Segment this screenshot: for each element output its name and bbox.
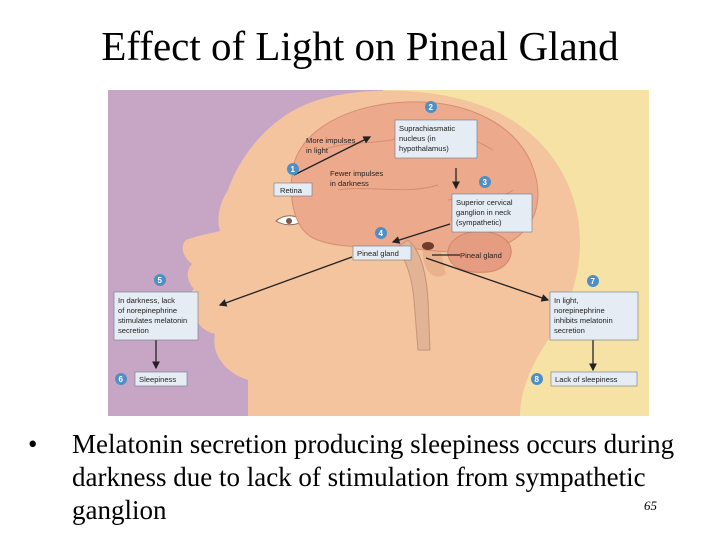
step-badge-2: 2 <box>425 101 437 113</box>
svg-text:nucleus (in: nucleus (in <box>399 134 436 143</box>
slide-title: Effect of Light on Pineal Gland <box>101 23 619 69</box>
bullet-marker: • <box>28 429 38 459</box>
svg-text:Sleepiness: Sleepiness <box>139 375 176 384</box>
svg-text:More impulses: More impulses <box>306 136 356 145</box>
suprachiasmatic-box: Suprachiasmatic nucleus (in hypothalamus… <box>394 119 478 159</box>
svg-text:8: 8 <box>535 375 540 384</box>
sleepiness-box: Sleepiness <box>134 371 188 387</box>
svg-text:Pineal gland: Pineal gland <box>357 249 399 258</box>
darkness-box: In darkness, lack of norepinephrine stim… <box>113 291 199 341</box>
step-badge-4: 4 <box>375 227 387 239</box>
svg-text:of norepinephrine: of norepinephrine <box>118 306 177 315</box>
pineal-gland-box: Pineal gland <box>352 245 412 261</box>
arrow-ganglion-to-pineal <box>391 223 451 244</box>
pineal-gland <box>422 242 434 250</box>
fewer-impulses-annotation: Fewer impulses in darkness <box>330 169 383 188</box>
svg-text:inhibits melatonin: inhibits melatonin <box>554 316 613 325</box>
step-badge-5: 5 <box>154 274 166 286</box>
svg-text:7: 7 <box>591 277 596 286</box>
more-impulses-annotation: More impulses in light <box>306 136 356 155</box>
step-badge-8: 8 <box>531 373 543 385</box>
svg-text:(sympathetic): (sympathetic) <box>456 218 502 227</box>
svg-text:1: 1 <box>291 165 296 174</box>
svg-text:stimulates melatonin: stimulates melatonin <box>118 316 187 325</box>
step-badge-1: 1 <box>287 163 299 175</box>
svg-text:in light: in light <box>306 146 329 155</box>
cerebellum <box>447 230 512 273</box>
superior-cervical-ganglion-box: Superior cervical ganglion in neck (symp… <box>451 193 533 233</box>
arrow-retina-to-scn <box>293 136 372 176</box>
svg-text:2: 2 <box>429 103 434 112</box>
slide-number: 65 <box>644 498 657 513</box>
svg-text:in darkness: in darkness <box>330 179 369 188</box>
svg-text:Superior cervical: Superior cervical <box>456 198 513 207</box>
step-badge-6: 6 <box>115 373 127 385</box>
svg-text:secretion: secretion <box>554 326 585 335</box>
svg-text:4: 4 <box>379 229 384 238</box>
svg-text:5: 5 <box>158 276 163 285</box>
svg-text:3: 3 <box>483 178 488 187</box>
svg-text:6: 6 <box>119 375 124 384</box>
svg-text:Suprachiasmatic: Suprachiasmatic <box>399 124 455 133</box>
pineal-gland-diagram: Retina Suprachiasmatic nucleus (in hypot… <box>108 90 649 416</box>
pineal-gland-pointer-label: Pineal gland <box>460 251 502 260</box>
step-badge-3: 3 <box>479 176 491 188</box>
svg-text:secretion: secretion <box>118 326 149 335</box>
svg-text:norepinephrine: norepinephrine <box>554 306 605 315</box>
svg-text:Retina: Retina <box>280 186 303 195</box>
arrow-pineal-to-darkness <box>218 256 353 307</box>
svg-text:Lack of sleepiness: Lack of sleepiness <box>555 375 618 384</box>
arrow-pineal-to-light <box>425 257 550 302</box>
lack-of-sleepiness-box: Lack of sleepiness <box>550 371 638 387</box>
retina-box: Retina <box>273 182 313 197</box>
svg-text:In darkness, lack: In darkness, lack <box>118 296 175 305</box>
step-badge-7: 7 <box>587 275 599 287</box>
light-box: In light, norepinephrine inhibits melato… <box>549 291 639 341</box>
svg-text:In light,: In light, <box>554 296 578 305</box>
svg-text:Fewer impulses: Fewer impulses <box>330 169 383 178</box>
bullet-text: Melatonin secretion producing sleepiness… <box>72 429 675 525</box>
svg-text:hypothalamus): hypothalamus) <box>399 144 449 153</box>
svg-text:ganglion in neck: ganglion in neck <box>456 208 511 217</box>
